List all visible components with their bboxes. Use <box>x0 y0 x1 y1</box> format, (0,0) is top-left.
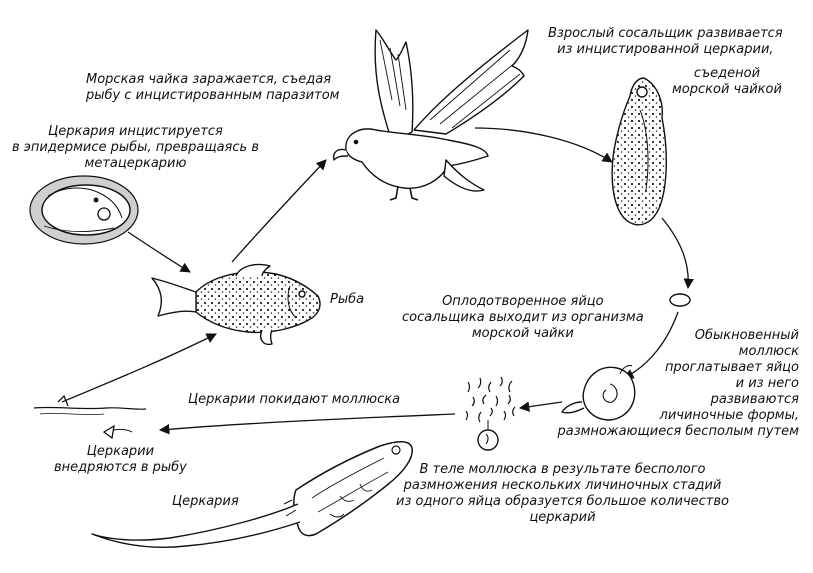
sporocyst-illustration <box>477 420 499 451</box>
caption-line: съеденой <box>693 66 761 81</box>
caption-line: моллюск <box>738 344 799 359</box>
caption-line: Церкария <box>172 494 239 509</box>
caption-line: Церкарии покидают моллюска <box>188 392 401 407</box>
caption-line: развиваются <box>710 392 799 407</box>
seagull-illustration <box>332 29 529 201</box>
fish-illustration <box>151 263 321 346</box>
caption-line: Обыкновенный <box>694 328 799 343</box>
cercaria-illustration <box>91 441 413 548</box>
metacercaria-cyst-illustration <box>29 175 139 245</box>
caption-cercaria-encyst: Церкария инцистируется в эпидермисе рыбы… <box>12 124 259 172</box>
caption-line: Оплодотворенное яйцо <box>442 294 604 309</box>
arrow-fluke-to-egg <box>661 217 694 290</box>
caption-line: из инцистированной церкарии, <box>557 42 774 57</box>
caption-line: сосальщика выходит из организма <box>402 310 644 325</box>
caption-line: морской чайки <box>471 326 574 341</box>
caption-inside-mollusk: В теле моллюска в результате бесполого р… <box>396 462 729 526</box>
caption-line: Церкарии <box>86 444 155 459</box>
water-surface-illustration <box>33 394 147 440</box>
caption-line: личиночные формы, <box>659 408 799 423</box>
arrow-cercariae-leave <box>158 413 456 435</box>
caption-cercariae-enter: Церкарии внедряются в рыбу <box>54 444 187 476</box>
arrow-cercariae-to-fish <box>61 333 217 403</box>
adult-fluke-illustration <box>611 77 667 226</box>
caption-line: Взрослый сосальщик развивается <box>548 26 783 41</box>
arrow-gull-to-fluke <box>474 127 613 163</box>
arrow-mollusk-to-cercariae <box>518 401 563 412</box>
caption-cercariae-leave: Церкарии покидают моллюска <box>188 392 400 408</box>
arrow-egg-to-mollusk <box>623 311 679 379</box>
caption-line: и из него <box>735 376 799 391</box>
caption-line: рыбу с инцистированным паразитом <box>86 88 340 103</box>
caption-line: из одного яйца образуется большое количе… <box>396 494 729 509</box>
caption-line: проглатывает яйцо <box>664 360 799 375</box>
caption-line: в эпидермисе рыбы, превращаясь в <box>12 140 259 155</box>
caption-adult-fluke: Взрослый сосальщик развивается из инцист… <box>548 26 783 58</box>
caption-line: церкарий <box>529 510 596 525</box>
caption-line: метацеркарию <box>84 156 187 171</box>
caption-line: размножающиеся бесполым путем <box>557 424 799 439</box>
cercariae-cluster-illustration <box>465 376 516 423</box>
caption-adult-fluke-eaten: съеденой морской чайкой <box>672 66 782 98</box>
mollusk-illustration <box>560 365 636 421</box>
caption-line: морской чайкой <box>672 82 782 97</box>
caption-gull-infected: Морская чайка заражается, съедая рыбу с … <box>86 72 339 104</box>
caption-fish: Рыба <box>330 292 364 308</box>
arrow-fish-to-gull <box>231 159 327 263</box>
caption-egg-exit: Оплодотворенное яйцо сосальщика выходит … <box>402 294 644 342</box>
caption-cercaria: Церкария <box>172 494 239 510</box>
caption-line: размножения нескольких личиночных стадий <box>403 478 722 493</box>
caption-line: Рыба <box>330 292 365 307</box>
caption-line: внедряются в рыбу <box>54 460 187 475</box>
caption-line: Морская чайка заражается, съедая <box>86 72 332 87</box>
caption-line: Церкария инцистируется <box>48 124 223 139</box>
arrow-cyst-to-fish <box>127 231 191 273</box>
egg-illustration <box>669 293 691 307</box>
caption-mollusk: Обыкновенный моллюск проглатывает яйцо и… <box>557 328 799 440</box>
caption-line: В теле моллюска в результате бесполого <box>419 462 706 477</box>
